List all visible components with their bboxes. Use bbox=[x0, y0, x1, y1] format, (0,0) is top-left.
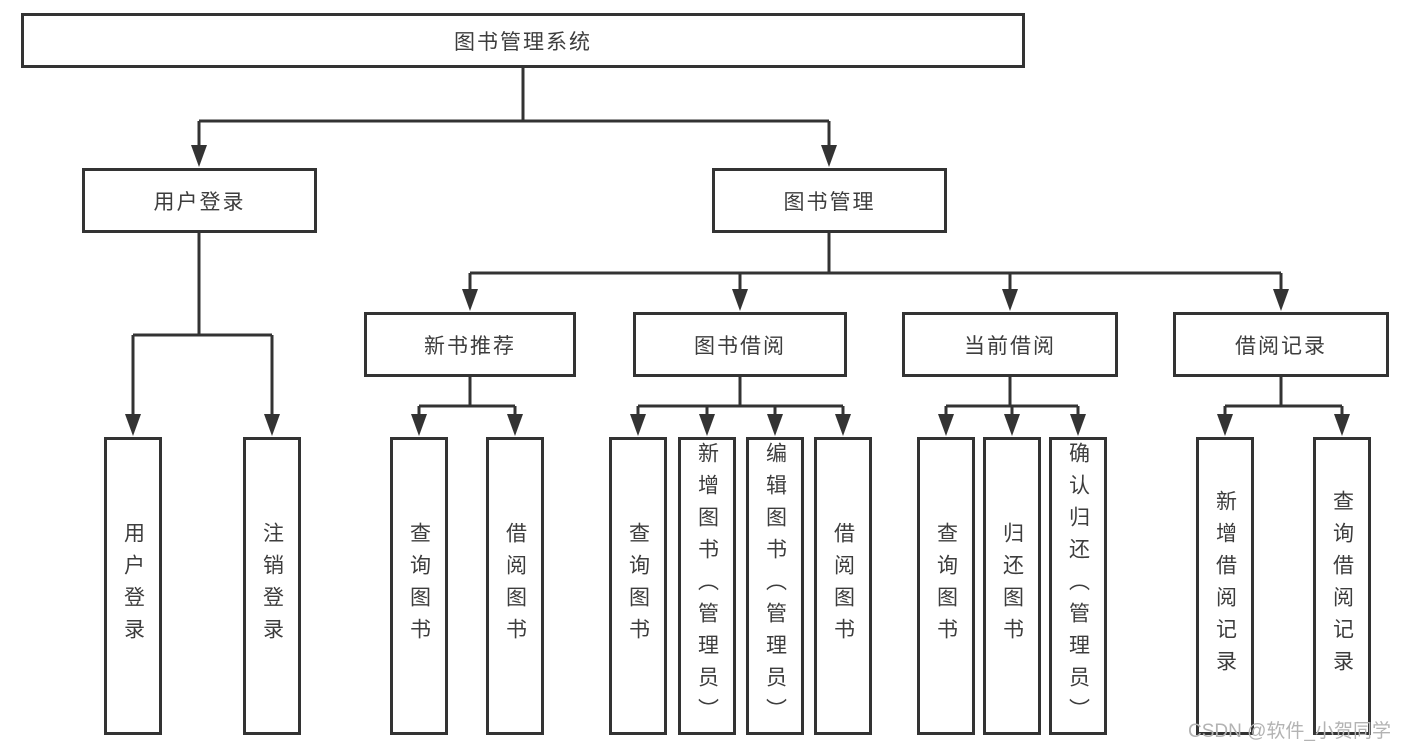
node-book-management: 图书管理 bbox=[712, 168, 947, 233]
leaf-borrow-books-borrowing: 借阅图书 bbox=[814, 437, 872, 735]
arrow-icon bbox=[1070, 414, 1086, 436]
arrow-icon bbox=[1273, 289, 1289, 311]
arrow-icon bbox=[507, 414, 523, 436]
arrow-icon bbox=[835, 414, 851, 436]
node-label: 用户登录 bbox=[121, 522, 145, 650]
node-label: 借阅图书 bbox=[831, 522, 855, 650]
node-library-management-system: 图书管理系统 bbox=[21, 13, 1025, 68]
arrow-icon bbox=[1004, 414, 1020, 436]
node-label: 确认归还（管理员） bbox=[1066, 442, 1090, 730]
node-label: 归还图书 bbox=[1000, 522, 1024, 650]
node-current-borrowing: 当前借阅 bbox=[902, 312, 1118, 377]
arrow-icon bbox=[191, 145, 207, 167]
arrow-icon bbox=[699, 414, 715, 436]
node-label: 新增图书（管理员） bbox=[695, 442, 719, 730]
arrow-icon bbox=[938, 414, 954, 436]
arrow-icon bbox=[821, 145, 837, 167]
leaf-query-books-borrowing: 查询图书 bbox=[609, 437, 667, 735]
connector-book-borrow-to-leaves bbox=[636, 377, 845, 419]
leaf-query-books-recommend: 查询图书 bbox=[390, 437, 448, 735]
leaf-logout: 注销登录 bbox=[243, 437, 301, 735]
connector-borrow-records-to-leaves bbox=[1223, 377, 1344, 419]
node-label: 查询借阅记录 bbox=[1330, 490, 1354, 682]
leaf-confirm-return-admin: 确认归还（管理员） bbox=[1049, 437, 1107, 735]
node-new-book-recommend: 新书推荐 bbox=[364, 312, 576, 377]
leaf-edit-books-admin: 编辑图书（管理员） bbox=[746, 437, 804, 735]
node-label: 查询图书 bbox=[626, 522, 650, 650]
node-borrowing-records: 借阅记录 bbox=[1173, 312, 1389, 377]
connector-book-mgmt-to-level3 bbox=[468, 233, 1283, 294]
leaf-query-borrow-record: 查询借阅记录 bbox=[1313, 437, 1371, 735]
node-label: 借阅图书 bbox=[503, 522, 527, 650]
node-label: 借阅记录 bbox=[1235, 334, 1327, 358]
leaf-add-borrow-record: 新增借阅记录 bbox=[1196, 437, 1254, 735]
connector-root-to-level2 bbox=[197, 68, 831, 150]
node-label: 图书管理 bbox=[783, 190, 876, 214]
arrow-icon bbox=[767, 414, 783, 436]
csdn-watermark: CSDN @软件_小贺同学 bbox=[1188, 721, 1391, 742]
leaf-user-login: 用户登录 bbox=[104, 437, 162, 735]
node-label: 新增借阅记录 bbox=[1213, 490, 1237, 682]
connector-new-book-to-leaves bbox=[417, 377, 517, 419]
node-label: 新书推荐 bbox=[424, 334, 516, 358]
arrow-icon bbox=[264, 414, 280, 436]
arrow-icon bbox=[1002, 289, 1018, 311]
node-user-login: 用户登录 bbox=[82, 168, 317, 233]
arrow-icon bbox=[411, 414, 427, 436]
connector-user-login-to-leaves bbox=[131, 233, 274, 418]
arrow-icon bbox=[630, 414, 646, 436]
arrow-icon bbox=[125, 414, 141, 436]
arrow-icon bbox=[1217, 414, 1233, 436]
node-label: 当前借阅 bbox=[964, 334, 1056, 358]
leaf-return-books: 归还图书 bbox=[983, 437, 1041, 735]
arrow-icon bbox=[732, 289, 748, 311]
leaf-borrow-books-recommend: 借阅图书 bbox=[486, 437, 544, 735]
leaf-query-books-current: 查询图书 bbox=[917, 437, 975, 735]
node-label: 编辑图书（管理员） bbox=[763, 442, 787, 730]
node-label: 查询图书 bbox=[934, 522, 958, 650]
node-label: 用户登录 bbox=[153, 190, 246, 214]
leaf-add-books-admin: 新增图书（管理员） bbox=[678, 437, 736, 735]
node-book-borrowing: 图书借阅 bbox=[633, 312, 847, 377]
arrow-icon bbox=[1334, 414, 1350, 436]
node-label: 查询图书 bbox=[407, 522, 431, 650]
node-label: 图书借阅 bbox=[694, 334, 786, 358]
node-label: 注销登录 bbox=[260, 522, 284, 650]
arrow-icon bbox=[462, 289, 478, 311]
node-label: 图书管理系统 bbox=[454, 30, 592, 54]
connector-current-borrow-to-leaves bbox=[944, 377, 1080, 419]
